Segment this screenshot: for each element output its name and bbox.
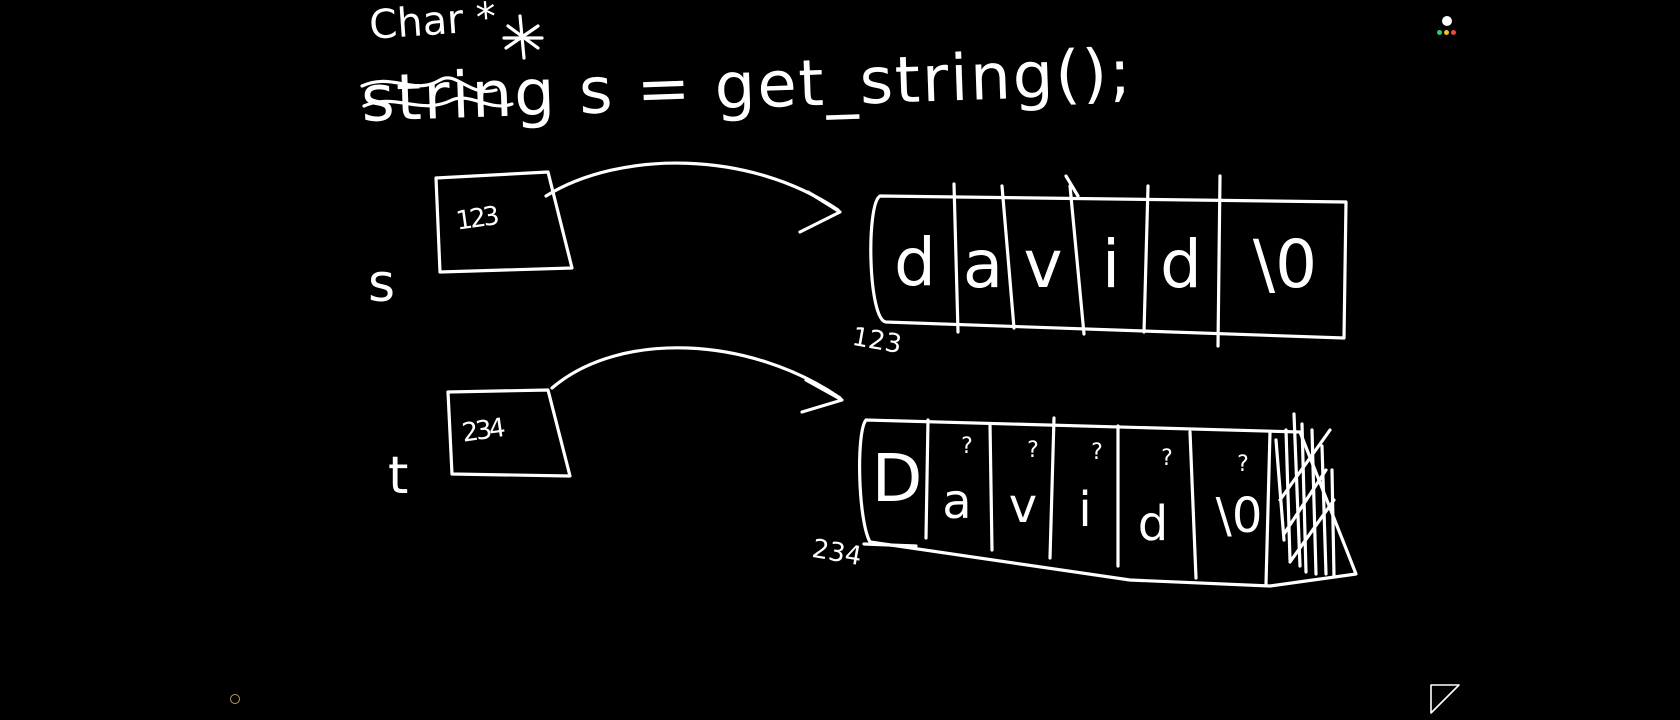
arrow-t-to-array bbox=[550, 346, 842, 400]
char-star-note: Char * bbox=[367, 0, 498, 49]
array-cell: d bbox=[1137, 496, 1169, 552]
cell-divider bbox=[1048, 416, 1056, 560]
array-outline-s bbox=[869, 194, 1348, 340]
unknown-mark: ? bbox=[1161, 446, 1173, 471]
variable-label-s: s bbox=[368, 254, 396, 314]
unknown-mark: ? bbox=[1027, 438, 1039, 463]
array-cell: i bbox=[1101, 226, 1121, 303]
array-cell: a bbox=[942, 474, 972, 530]
array-outline-t bbox=[858, 418, 1358, 588]
array-cell: v bbox=[1023, 226, 1063, 303]
menu-dot-icon bbox=[1442, 16, 1452, 26]
pointer-value-s: 123 bbox=[454, 201, 499, 237]
array-cell: i bbox=[1078, 482, 1092, 538]
array-cell: \0 bbox=[1215, 488, 1263, 544]
cell-divider bbox=[1216, 174, 1222, 348]
pointer-box-s bbox=[434, 170, 574, 274]
variable-label-t: t bbox=[388, 446, 409, 506]
cell-divider bbox=[988, 422, 994, 552]
address-label-t: 234 bbox=[809, 533, 864, 573]
cell-divider bbox=[1142, 184, 1150, 334]
unknown-mark: ? bbox=[1237, 452, 1249, 477]
green-dot-icon bbox=[1437, 30, 1442, 35]
pointer-value-t: 234 bbox=[460, 413, 505, 449]
pointer-box-t bbox=[446, 388, 572, 478]
array-cell: \0 bbox=[1252, 226, 1318, 303]
unknown-mark: ? bbox=[961, 434, 973, 459]
cell-divider bbox=[1068, 184, 1086, 336]
arrowhead-t bbox=[800, 378, 844, 414]
menu-dots-icon[interactable] bbox=[1436, 14, 1458, 36]
cell-divider bbox=[924, 418, 930, 540]
array-cell: a bbox=[962, 226, 1004, 303]
arrow-s-to-array bbox=[544, 161, 840, 212]
address-label-s: 123 bbox=[849, 321, 904, 361]
red-dot-icon bbox=[1451, 30, 1456, 35]
underline-stroke bbox=[862, 542, 918, 548]
cell-divider bbox=[1000, 184, 1016, 330]
strikethrough-scribble bbox=[360, 76, 514, 108]
array-cell: d bbox=[894, 224, 936, 301]
cell-divider bbox=[1064, 174, 1080, 198]
hatched-cell bbox=[1274, 412, 1336, 578]
asterisk-mark bbox=[502, 14, 544, 60]
array-cell: d bbox=[1160, 226, 1202, 303]
cell-divider bbox=[952, 182, 960, 334]
cell-divider bbox=[1264, 430, 1272, 586]
corner-expand-icon[interactable] bbox=[1428, 682, 1462, 716]
cell-divider bbox=[1188, 430, 1198, 580]
array-cell: D bbox=[871, 440, 923, 517]
unknown-mark: ? bbox=[1091, 440, 1103, 465]
circle-tool-icon[interactable] bbox=[230, 694, 240, 704]
yellow-dot-icon bbox=[1444, 30, 1449, 35]
arrowhead-s bbox=[798, 190, 842, 234]
array-cell: v bbox=[1008, 478, 1038, 534]
